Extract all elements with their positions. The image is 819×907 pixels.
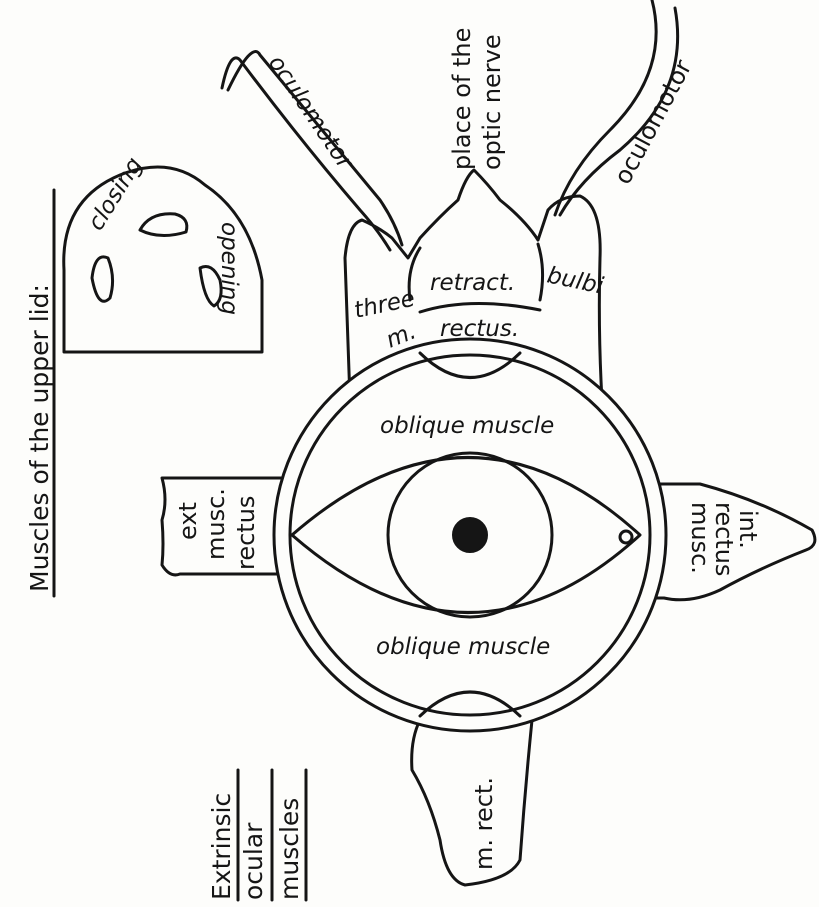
lid-opening-top (140, 214, 187, 236)
extrinsic-title: Extrinsic ocular muscles (207, 770, 306, 900)
ext-rectus-line1: ext (174, 502, 202, 540)
retract-label: retract. (430, 270, 515, 296)
lid-opening-left (92, 257, 113, 301)
oculomotor-right-line1 (555, 0, 656, 215)
oblique-top-label: oblique muscle (380, 413, 554, 439)
oculomotor-nerve-right: oculomotor (555, 0, 697, 215)
retractor-divider-middle (420, 303, 540, 312)
upper-lid-title: Muscles of the upper lid: (25, 284, 54, 592)
int-rectus-line3: int. (734, 510, 762, 549)
oculomotor-nerve-left: oculomotor (222, 51, 402, 250)
closing-label: closing (83, 153, 148, 235)
extrinsic-title-line3: muscles (275, 798, 304, 900)
int-rectus-line1: musc. (686, 502, 714, 574)
bottom-rectus-label: m. rect. (470, 777, 498, 870)
bulbi-label: bulbi (545, 262, 606, 299)
oculomotor-left-label: oculomotor (263, 51, 359, 175)
extrinsic-title-line1: Extrinsic (207, 793, 236, 900)
opening-label: opening (216, 222, 242, 315)
oblique-bottom-label: oblique muscle (376, 634, 550, 660)
bottom-rectus-muscle: m. rect. (412, 720, 532, 885)
optic-nerve-label-1: place of the (448, 28, 476, 170)
ext-rectus-line3: rectus (232, 496, 260, 570)
extrinsic-title-line2: ocular (239, 822, 268, 900)
pupil (453, 518, 487, 552)
ext-rectus-muscle: ext musc. rectus (162, 478, 290, 575)
int-rectus-line2: rectus (710, 502, 738, 576)
upper-lid-diagram: closing opening (64, 153, 262, 352)
three-label: three (352, 286, 417, 324)
eye: oblique muscle oblique muscle (274, 339, 666, 731)
optic-nerve-label-2: optic nerve (478, 34, 506, 170)
retractor-divider-right (538, 244, 543, 300)
oculomotor-right-label: oculomotor (609, 55, 698, 189)
ext-rectus-line2: musc. (202, 488, 230, 560)
